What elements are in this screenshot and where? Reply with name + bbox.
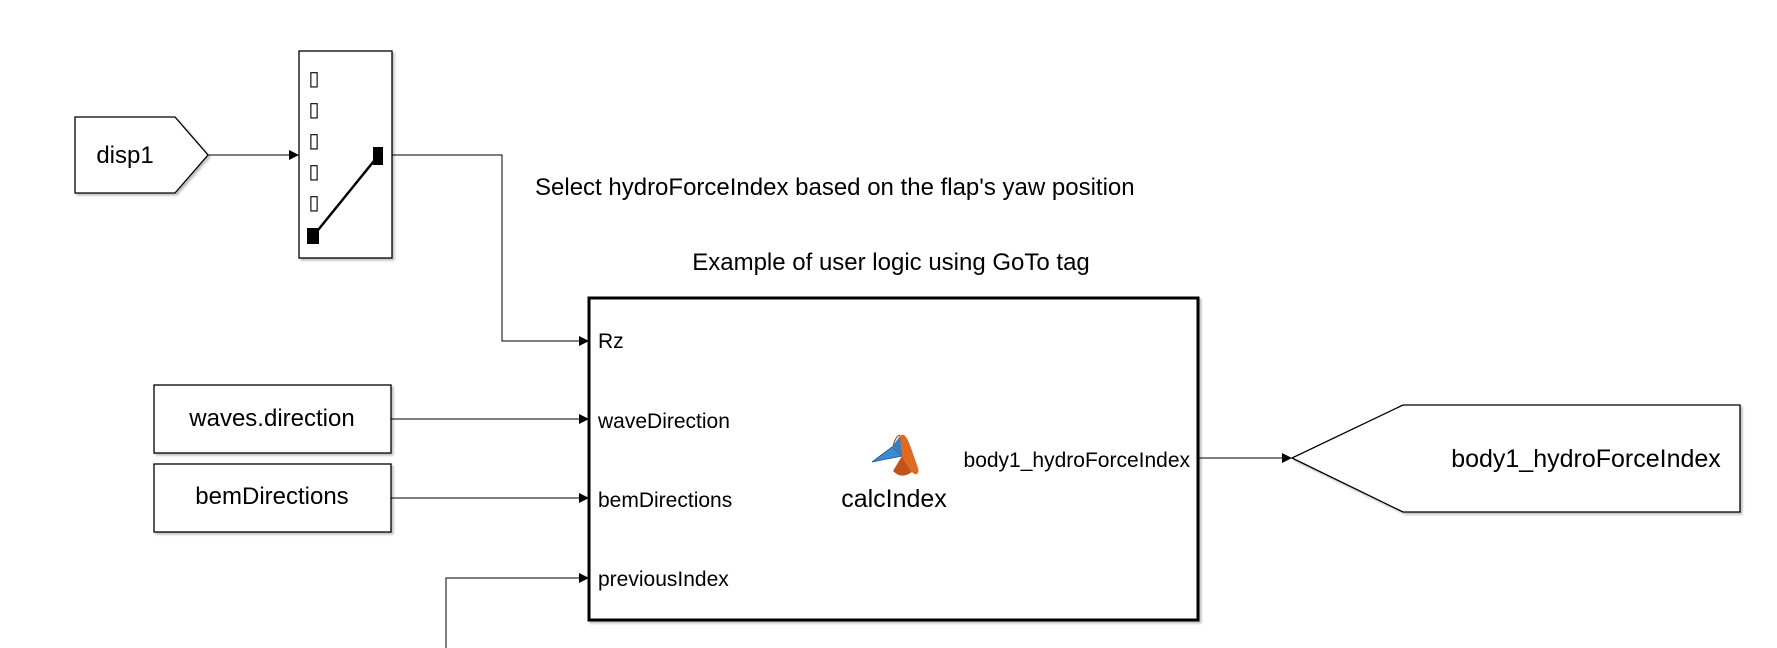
input-port-label: Rz	[598, 330, 624, 353]
goto-tag-label: body1_hydroForceIndex	[1451, 445, 1721, 473]
matlab-logo-icon	[871, 434, 919, 476]
selector-output-marker	[373, 147, 383, 165]
selector-row-glyph: ▯	[308, 192, 319, 214]
annotation-selection-note: Select hydroForceIndex based on the flap…	[535, 174, 1135, 201]
selector-row-glyph: ▯	[308, 99, 319, 121]
input-port-label: waveDirection	[597, 410, 730, 433]
constant-block-bem-directions[interactable]: bemDirections	[153, 463, 392, 533]
input-port-label: bemDirections	[598, 489, 732, 512]
selector-row-glyph: ▯	[308, 161, 319, 183]
selector-link-line	[313, 155, 379, 236]
selector-block[interactable]: ▯ ▯ ▯ ▯ ▯	[298, 50, 393, 259]
constant-label: waves.direction	[188, 405, 354, 432]
annotation-goto-note: Example of user logic using GoTo tag	[692, 249, 1090, 276]
selector-input-marker	[307, 228, 319, 244]
selector-row-glyph: ▯	[308, 130, 319, 152]
constant-block-waves-direction[interactable]: waves.direction	[153, 384, 392, 454]
matlab-function-block[interactable]: Rz waveDirection bemDirections previousI…	[587, 296, 1200, 622]
signal-lines	[208, 150, 1292, 648]
selector-row-glyph: ▯	[308, 68, 319, 90]
constant-label: bemDirections	[195, 483, 348, 510]
output-port-label: body1_hydroForceIndex	[964, 449, 1191, 472]
signal-selector-to-rz[interactable]	[392, 154, 589, 346]
signal-previousindex[interactable]	[445, 573, 589, 648]
function-block-name: calcIndex	[841, 485, 947, 513]
from-block-disp1[interactable]: disp1	[74, 116, 209, 194]
from-tag-label: disp1	[96, 142, 153, 169]
goto-block-body1-hydroForceIndex[interactable]: body1_hydroForceIndex	[1290, 404, 1741, 513]
input-port-label: previousIndex	[598, 568, 729, 591]
